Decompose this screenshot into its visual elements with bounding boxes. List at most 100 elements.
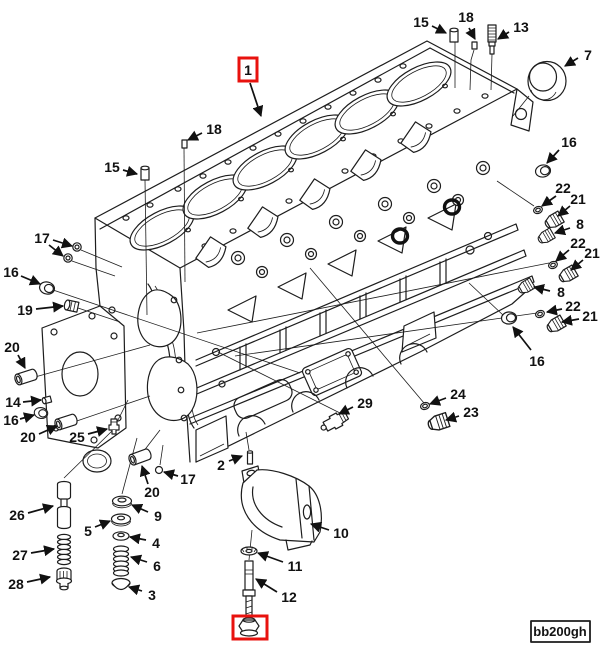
- callout-3: 3: [148, 587, 156, 603]
- callout-8: 8: [576, 216, 584, 232]
- callout-highlight-box-1: [237, 56, 259, 83]
- callout-16: 16: [529, 353, 545, 369]
- callout-arrow-18: [465, 27, 476, 40]
- callout-22: 22: [570, 235, 586, 251]
- part-6-spring: [112, 545, 130, 577]
- callout-arrow-3: [127, 584, 143, 596]
- side-face: [179, 160, 535, 463]
- crank-nose-bore: [82, 449, 112, 473]
- part-21-plug: [556, 264, 579, 286]
- callout-20: 20: [4, 339, 20, 355]
- callout-9: 9: [154, 508, 162, 524]
- part-28-plug: [55, 567, 73, 591]
- callout-arrow-6: [129, 554, 148, 566]
- deck-cavities: [195, 121, 432, 268]
- callout-arrow-5: [94, 519, 112, 530]
- callout-arrow-23: [444, 411, 460, 423]
- callout-arrow-12: [255, 578, 278, 593]
- part-21-plug: [544, 314, 567, 336]
- callout-arrow-20: [15, 354, 26, 369]
- callout-6: 6: [153, 558, 161, 574]
- part-16-cup-plug: [533, 163, 553, 179]
- side-cover-plate: [301, 347, 363, 397]
- callout-arrow-16: [19, 412, 36, 424]
- callout-arrow-21: [557, 205, 571, 217]
- callout-arrow-22: [541, 195, 557, 207]
- callout-arrow-25: [87, 426, 109, 437]
- part-16-cup-plug: [500, 310, 518, 326]
- callout-arrow-20: [139, 464, 151, 485]
- callout-arrow-15: [122, 165, 139, 177]
- callout-7: 7: [584, 47, 592, 63]
- part-2-pin: [246, 450, 254, 465]
- part-19-hex-plug: [63, 299, 80, 313]
- callout-arrow-21: [570, 259, 584, 271]
- callout-arrow-15: [431, 23, 447, 34]
- callout-10: 10: [333, 525, 349, 541]
- rear-bracket: [510, 88, 534, 132]
- callout-21: 21: [584, 245, 600, 261]
- callout-25: 25: [69, 429, 85, 445]
- callout-arrow-16: [546, 149, 560, 164]
- engine-block-drawing: [41, 40, 535, 473]
- part-3-cup: [111, 577, 131, 591]
- part-20-bushing: [13, 367, 39, 387]
- callout-18: 18: [458, 9, 474, 25]
- part-16-cup-plug: [37, 279, 57, 297]
- part-18-pin: [181, 41, 478, 149]
- callout-4: 4: [152, 535, 160, 551]
- part-13-stud: [487, 24, 497, 55]
- callout-arrow-27: [30, 545, 56, 557]
- callout-arrow-2: [228, 454, 244, 465]
- callout-arrow-17: [162, 469, 179, 481]
- part-17-nut: [63, 253, 73, 263]
- part-8-plug: [515, 277, 536, 297]
- callout-16: 16: [561, 134, 577, 150]
- part-nut-highlighted: [238, 614, 260, 637]
- callout-23: 23: [463, 404, 479, 420]
- callout-16: 16: [3, 412, 19, 428]
- part-25-fitting: [108, 418, 120, 435]
- callout-14: 14: [5, 394, 21, 410]
- callout-arrow-17: [52, 237, 74, 249]
- callout-1: 1: [244, 62, 252, 78]
- part-4-washer: [112, 531, 130, 541]
- callout-arrow-8: [532, 284, 551, 295]
- callout-arrow-21: [560, 314, 580, 326]
- callout-arrow-19: [35, 301, 65, 313]
- cylinder-bores: [129, 61, 452, 251]
- callout-arrow-8: [553, 224, 571, 236]
- callout-15: 15: [413, 14, 429, 30]
- callout-19: 19: [17, 302, 33, 318]
- part-17-nut: [72, 242, 82, 252]
- highlight-layer: [231, 614, 269, 641]
- callout-5: 5: [84, 523, 92, 539]
- front-flange: [41, 305, 127, 449]
- callout-arrow-16: [512, 326, 532, 351]
- callout-arrow-9: [130, 503, 149, 515]
- part-9-washer: [111, 495, 133, 509]
- part-7-bushing-ring: [527, 60, 567, 102]
- figure-code-box: bb200gh: [530, 620, 591, 643]
- callout-arrow-16: [20, 275, 42, 286]
- callout-17: 17: [180, 471, 196, 487]
- part-14-plug: [41, 395, 53, 405]
- callout-15: 15: [104, 159, 120, 175]
- callout-arrow-24: [428, 395, 447, 406]
- part-23-plug: [425, 411, 451, 434]
- callout-11: 11: [288, 558, 303, 574]
- callout-arrow-14: [22, 395, 43, 407]
- cam-bore-ring: [442, 198, 462, 216]
- callout-arrow-29: [338, 404, 354, 415]
- callout-24: 24: [450, 386, 466, 402]
- callout-arrow-20: [38, 424, 59, 436]
- side-slot: [233, 379, 293, 419]
- part-5-washer: [110, 513, 132, 527]
- callout-28: 28: [8, 576, 24, 592]
- callout-arrow-10: [309, 521, 330, 533]
- part-22-oring: [546, 259, 560, 271]
- callout-8: 8: [557, 284, 565, 300]
- part-26-plunger: [56, 480, 72, 530]
